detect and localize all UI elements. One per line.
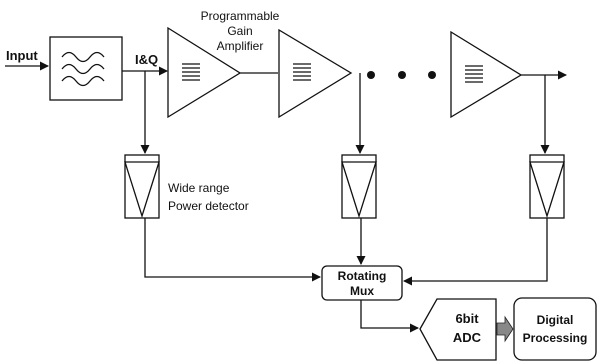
iq-label: I&Q <box>135 52 158 67</box>
digital-label-line-2: Processing <box>523 331 588 345</box>
adc-label-line-2: ADC <box>453 330 482 345</box>
digital-label-line-1: Digital <box>537 313 574 327</box>
input-label: Input <box>6 48 38 63</box>
power-detector-3-icon <box>529 154 565 219</box>
fat-arrow-icon <box>496 315 514 343</box>
mux-label-line-2: Mux <box>350 284 374 298</box>
detector-3-to-mux-wire <box>403 218 548 286</box>
power-detector-2-icon <box>341 154 377 219</box>
pga-label-line-3: Amplifier <box>217 39 264 53</box>
amplifier-3-icon <box>450 30 523 119</box>
adc-label-line-1: 6bit <box>455 311 479 326</box>
adc-block <box>419 298 497 361</box>
detector-label-line-2: Power detector <box>168 199 249 213</box>
ellipsis-dots-icon <box>367 71 436 79</box>
detector-1-to-mux-wire <box>144 218 321 282</box>
amplifier-2-icon <box>278 28 353 119</box>
mux-label-line-1: Rotating <box>338 269 387 283</box>
mux-to-adc-wire <box>360 300 419 333</box>
detector-label-line-1: Wide range <box>168 181 230 195</box>
pga-label-line-2: Gain <box>227 24 252 38</box>
bandpass-filter-icon <box>49 36 123 101</box>
rotating-mux-box <box>321 265 403 301</box>
amplifier-1-icon <box>167 26 242 119</box>
pga-label-line-1: Programmable <box>201 9 280 23</box>
power-detector-1-icon <box>124 154 160 219</box>
digital-processing-box <box>513 297 597 361</box>
